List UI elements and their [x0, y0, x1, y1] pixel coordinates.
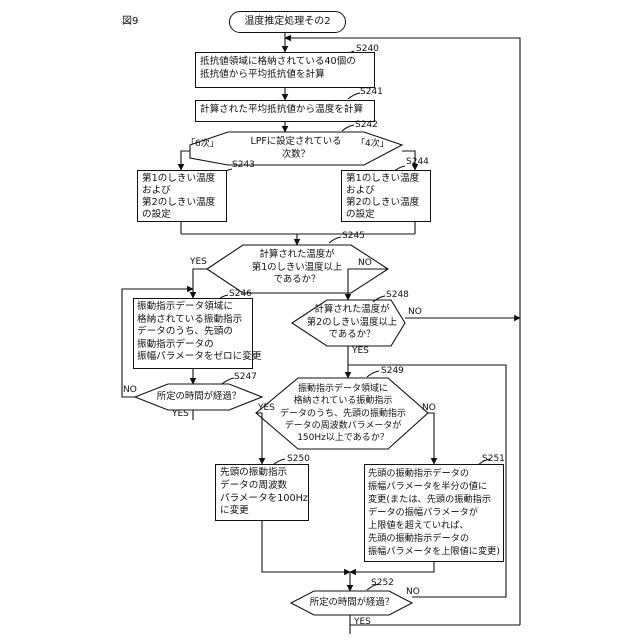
decision-s242-text: LPFに設定されている 次数？: [232, 136, 360, 161]
s244-line-3: 第2のしきい温度: [346, 197, 426, 209]
s243-line-4: の設定: [142, 209, 222, 221]
s243-line-1: 第1のしきい温度: [142, 173, 222, 185]
s244-line-4: の設定: [346, 209, 426, 221]
s250-line-4: に変更: [220, 505, 304, 518]
s245-line-3: であるか？: [236, 274, 358, 287]
process-s243: 第1のしきい温度 および 第2のしきい温度 の設定: [137, 170, 227, 222]
s247-line-1: 所定の時間が経過？: [150, 391, 248, 404]
step-id-s241: S241: [360, 87, 383, 97]
s248-line-2: 第2のしきい温度以上: [304, 317, 400, 330]
s242-branch-right: 「4次」: [356, 136, 389, 149]
s249-line-1: 振動指示データ領域に: [276, 383, 410, 395]
s249-line-2: 格納されている振動指示: [276, 395, 410, 407]
s251-line-4: データの振幅パラメータが: [368, 506, 500, 519]
s240-line-2: 抵抗値から平均抵抗値を計算: [200, 68, 370, 81]
s245-line-1: 計算された温度が: [236, 249, 358, 262]
step-id-s251: S251: [482, 454, 505, 464]
s243-line-2: および: [142, 185, 222, 197]
s240-line-1: 抵抗値領域に格納されている40個の: [200, 55, 370, 68]
s241-line-1: 計算された平均抵抗値から温度を計算: [200, 103, 370, 116]
decision-s248-text: 計算された温度が 第2のしきい温度以上 であるか？: [304, 304, 400, 342]
s245-no-label: NO: [358, 258, 372, 268]
s244-line-2: および: [346, 185, 426, 197]
s247-yes-label: YES: [172, 409, 189, 419]
s251-line-1: 先頭の振動指示データの: [368, 467, 500, 480]
step-id-s247: S247: [234, 372, 257, 382]
s246-line-4: 振動指示データの: [137, 339, 249, 352]
s246-line-3: データのうち、先頭の: [137, 326, 249, 339]
s244-line-1: 第1のしきい温度: [346, 173, 426, 185]
start-label: 温度推定処理その2: [244, 16, 330, 27]
step-id-s246: S246: [229, 289, 252, 299]
decision-s247-text: 所定の時間が経過？: [150, 391, 248, 404]
s252-no-label: NO: [406, 587, 420, 597]
s245-yes-label: YES: [190, 257, 207, 267]
s250-line-1: 先頭の振動指示: [220, 467, 304, 480]
s252-line-1: 所定の時間が経過？: [304, 597, 400, 610]
s248-no-label: NO: [408, 307, 422, 317]
s248-line-3: であるか？: [304, 329, 400, 342]
process-s246: 振動指示データ領域に 格納されている振動指示 データのうち、先頭の 振動指示デー…: [133, 298, 253, 369]
figure-label: 図9: [122, 12, 138, 27]
s249-line-5: 150Hz以上であるか？: [276, 432, 410, 444]
s251-line-5: 上限値を超えていれば、: [368, 519, 500, 532]
start-terminal: 温度推定処理その2: [229, 11, 346, 33]
s251-line-6: 先頭の振動指示データの: [368, 532, 500, 545]
s249-line-3: データのうち、先頭の振動指示: [276, 408, 410, 420]
step-id-s240: S240: [356, 44, 379, 54]
s249-no-label: NO: [422, 403, 436, 413]
s248-yes-label: YES: [352, 346, 369, 356]
step-id-s248: S248: [386, 290, 409, 300]
s250-line-3: パラメータを100Hz: [220, 493, 304, 506]
s245-line-2: 第1のしきい温度以上: [236, 262, 358, 275]
s249-yes-label: YES: [258, 403, 275, 413]
step-id-s252: S252: [371, 578, 394, 588]
step-id-s244: S244: [406, 157, 429, 167]
s247-no-label: NO: [123, 385, 137, 395]
step-id-s245: S245: [342, 231, 365, 241]
step-id-s249: S249: [381, 366, 404, 376]
s246-line-1: 振動指示データ領域に: [137, 301, 249, 314]
s249-line-4: データの周波数パラメータが: [276, 420, 410, 432]
s248-line-1: 計算された温度が: [304, 304, 400, 317]
s246-line-5: 振幅パラメータをゼロに変更: [137, 351, 249, 364]
decision-s249-text: 振動指示データ領域に 格納されている振動指示 データのうち、先頭の振動指示 デー…: [276, 383, 410, 444]
s246-line-2: 格納されている振動指示: [137, 314, 249, 327]
process-s251: 先頭の振動指示データの 振幅パラメータを半分の値に 変更(または、先頭の振動指示…: [364, 464, 504, 562]
s250-line-2: データの周波数: [220, 480, 304, 493]
step-id-s242: S242: [355, 120, 378, 130]
s243-line-3: 第2のしきい温度: [142, 197, 222, 209]
process-s240: 抵抗値領域に格納されている40個の 抵抗値から平均抵抗値を計算: [195, 52, 375, 88]
s251-line-7: 振幅パラメータを上限値に変更): [368, 545, 500, 558]
decision-s245-text: 計算された温度が 第1のしきい温度以上 であるか？: [236, 249, 358, 287]
decision-s252-text: 所定の時間が経過？: [304, 597, 400, 610]
s252-yes-label: YES: [354, 617, 371, 627]
process-s250: 先頭の振動指示 データの周波数 パラメータを100Hz に変更: [215, 464, 309, 521]
step-id-s243: S243: [232, 160, 255, 170]
step-id-s250: S250: [287, 454, 310, 464]
s251-line-3: 変更(または、先頭の振動指示: [368, 493, 500, 506]
process-s244: 第1のしきい温度 および 第2のしきい温度 の設定: [341, 170, 431, 222]
s242-branch-left: 「6次」: [186, 136, 219, 149]
s251-line-2: 振幅パラメータを半分の値に: [368, 480, 500, 493]
s242-line-1: LPFに設定されている: [232, 136, 360, 149]
process-s241: 計算された平均抵抗値から温度を計算: [195, 100, 375, 122]
